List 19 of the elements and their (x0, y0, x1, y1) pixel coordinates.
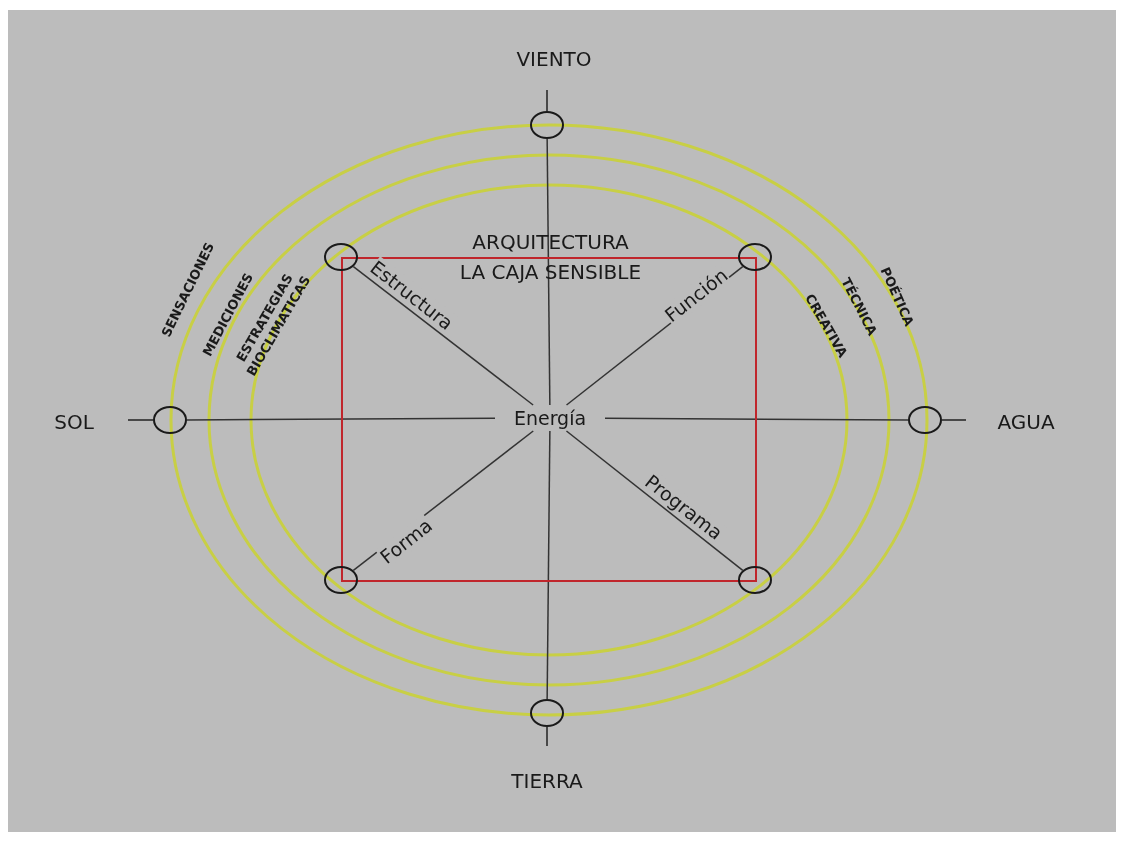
node-circle (530, 111, 564, 139)
connector-line (604, 417, 909, 421)
node-circle (738, 243, 772, 271)
node-circle (324, 243, 358, 271)
center-label: Energía (495, 405, 605, 431)
node-circle (738, 566, 772, 594)
connector-line (546, 430, 551, 700)
axis-label: VIENTO (515, 46, 593, 73)
axis-label: SOL (53, 409, 95, 436)
connector-line (186, 417, 496, 421)
node-circle (153, 406, 187, 434)
connector-line (565, 430, 744, 572)
node-circle (530, 699, 564, 727)
node-circle (908, 406, 942, 434)
axis-label: AGUA (996, 409, 1056, 436)
connector-line (352, 265, 534, 406)
connector-line (546, 138, 551, 406)
node-circle (324, 566, 358, 594)
axis-label: TIERRA (510, 768, 584, 795)
